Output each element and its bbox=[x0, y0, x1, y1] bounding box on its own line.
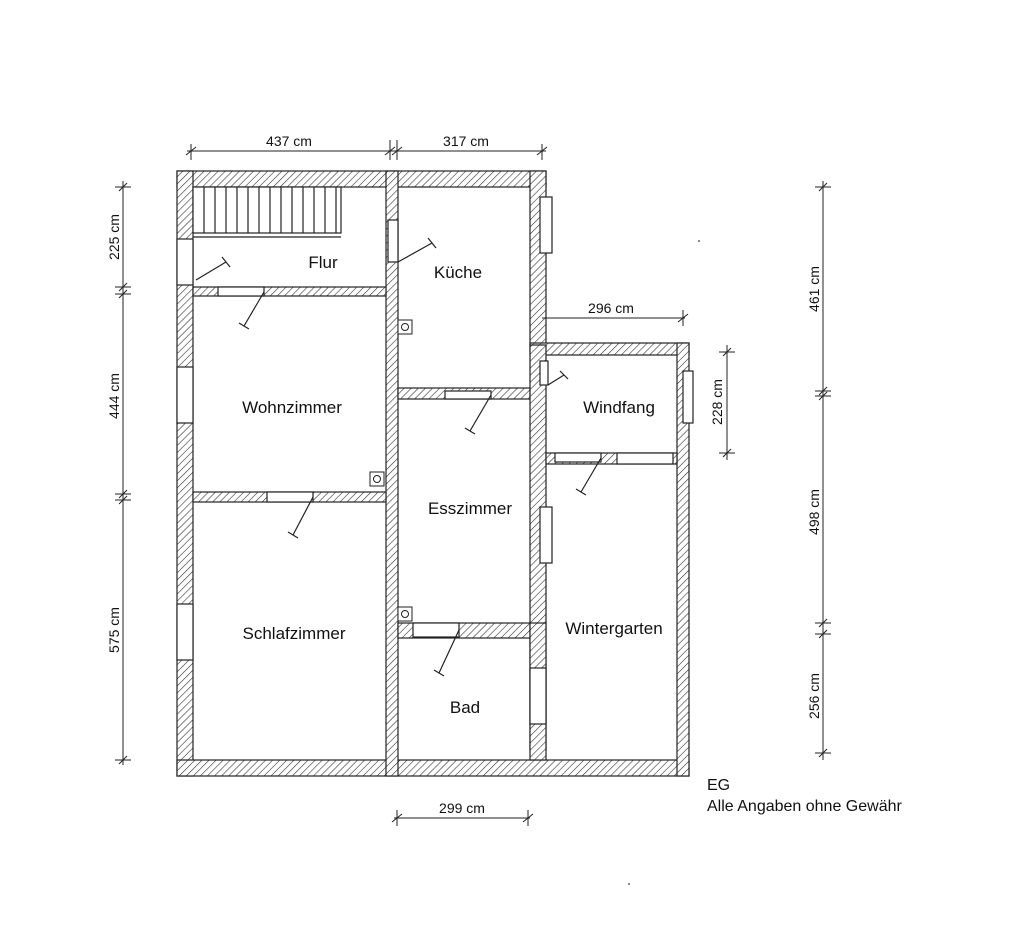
shafts bbox=[369, 319, 413, 622]
room-labels: Flur Küche Wohnzimmer Windfang Esszimmer… bbox=[242, 253, 663, 717]
floor-note: EG Alle Angaben ohne Gewähr bbox=[707, 775, 902, 817]
door-esszimmer bbox=[444, 390, 492, 435]
walls bbox=[176, 170, 690, 777]
window bbox=[539, 506, 553, 564]
door-flur bbox=[195, 256, 231, 281]
shaft-icon bbox=[369, 471, 385, 487]
room-bad: Bad bbox=[450, 698, 480, 717]
dim-right-1: 461 cm bbox=[806, 266, 822, 312]
disclaimer: Alle Angaben ohne Gewähr bbox=[707, 798, 902, 815]
window bbox=[529, 667, 547, 725]
dim-top-left: 437 cm bbox=[266, 133, 312, 149]
room-windfang: Windfang bbox=[583, 398, 655, 417]
door-bad bbox=[412, 622, 460, 677]
staircase bbox=[192, 186, 342, 238]
door-windfang bbox=[539, 360, 569, 386]
door-wohnzimmer bbox=[217, 286, 265, 330]
dim-bottom: 299 cm bbox=[439, 800, 485, 816]
dim-right-3: 256 cm bbox=[806, 673, 822, 719]
dimension-lines bbox=[115, 140, 831, 826]
dim-left-2: 444 cm bbox=[106, 373, 122, 419]
window bbox=[176, 238, 194, 286]
dim-left-3: 575 cm bbox=[106, 607, 122, 653]
room-kueche: Küche bbox=[434, 263, 482, 282]
window bbox=[616, 452, 674, 465]
dim-left-1: 225 cm bbox=[106, 214, 122, 260]
window bbox=[176, 366, 194, 424]
floor-label: EG bbox=[707, 777, 731, 794]
dim-windfang-width: 296 cm bbox=[588, 300, 634, 316]
room-esszimmer: Esszimmer bbox=[428, 499, 512, 518]
window bbox=[539, 196, 553, 254]
shaft-icon bbox=[397, 606, 413, 622]
windows bbox=[176, 196, 694, 725]
dim-right-2: 498 cm bbox=[806, 489, 822, 535]
dim-windfang-height: 228 cm bbox=[709, 379, 725, 425]
door-wintergarten bbox=[554, 452, 602, 496]
door-kueche bbox=[387, 219, 437, 263]
dimension-labels: 437 cm 317 cm 296 cm 299 cm 225 cm 444 c… bbox=[106, 133, 822, 816]
room-schlafzimmer: Schlafzimmer bbox=[243, 624, 346, 643]
shaft-icon bbox=[397, 319, 413, 335]
door-schlafzimmer bbox=[266, 491, 314, 539]
room-wintergarten: Wintergarten bbox=[565, 619, 662, 638]
dim-top-right: 317 cm bbox=[443, 133, 489, 149]
window bbox=[176, 603, 194, 661]
doors bbox=[195, 219, 602, 677]
room-flur: Flur bbox=[308, 253, 338, 272]
window bbox=[682, 370, 694, 424]
room-wohnzimmer: Wohnzimmer bbox=[242, 398, 342, 417]
